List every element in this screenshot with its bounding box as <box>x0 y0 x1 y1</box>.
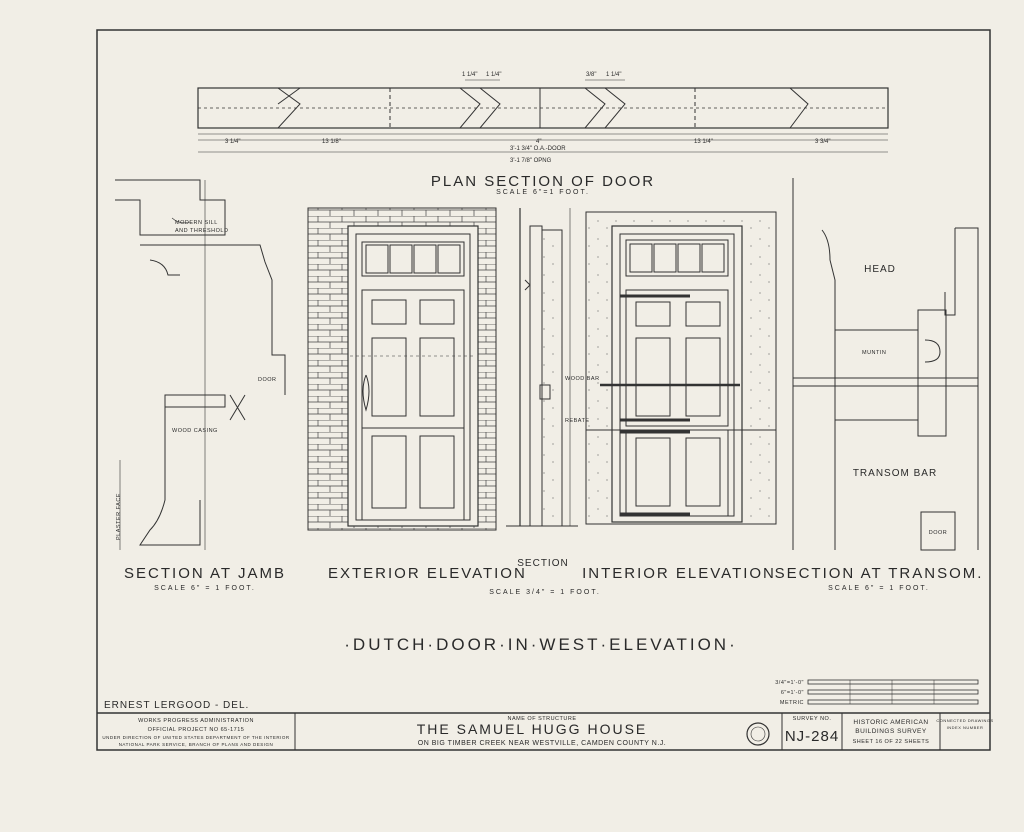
jamb-section-drawing <box>115 179 286 550</box>
habs-line-1: HISTORIC AMERICAN <box>853 719 928 726</box>
plan-top-dim-4: 1 1/4" <box>606 72 621 78</box>
structure-location: ON BIG TIMBER CREEK NEAR WESTVILLE, CAMD… <box>418 740 666 747</box>
jamb-note-plaster: PLASTER FACE <box>116 493 122 540</box>
interior-title: INTERIOR ELEVATION <box>582 565 776 582</box>
plan-top-dim-2: 1 1/4" <box>486 72 501 78</box>
plan-section-drawing <box>197 79 889 153</box>
wpa-line-3: UNDER DIRECTION OF UNITED STATES DEPARTM… <box>102 735 290 740</box>
index-line-1: CONNECTED DRAWINGS <box>936 718 993 723</box>
section-profile-drawing <box>506 208 578 527</box>
plan-dim-2: 13 1/8" <box>322 139 341 145</box>
survey-no-label: SURVEY NO. <box>793 716 832 722</box>
wpa-line-1: WORKS PROGRESS ADMINISTRATION <box>138 718 254 724</box>
transom-title: SECTION AT TRANSOM. <box>775 565 984 582</box>
jamb-note-sill-2: AND THRESHOLD <box>175 228 228 234</box>
jamb-scale: SCALE 6" = 1 FOOT. <box>154 585 256 592</box>
habs-line-2: BUILDINGS SURVEY <box>855 728 927 735</box>
sheet-border <box>96 29 991 751</box>
section-note-rebate: REBATE <box>565 418 590 424</box>
plan-top-dim-1: 1 1/4" <box>462 72 477 78</box>
sheet-number: SHEET 16 OF 22 SHEETS <box>853 739 930 745</box>
exterior-title: EXTERIOR ELEVATION <box>328 565 527 582</box>
transom-section-drawing <box>792 178 979 551</box>
wpa-line-4: NATIONAL PARK SERVICE, BRANCH OF PLANS A… <box>119 742 274 747</box>
plan-title: PLAN SECTION OF DOOR <box>431 173 655 190</box>
transom-label-door: DOOR <box>929 530 948 536</box>
section-title: SECTION <box>517 558 568 569</box>
jamb-note-door: DOOR <box>258 377 277 383</box>
plan-dim-4: 13 1/4" <box>694 139 713 145</box>
title-block <box>294 713 941 750</box>
survey-no: NJ-284 <box>785 728 839 745</box>
delineator: ERNEST LERGOOD - DEL. <box>104 700 249 711</box>
jamb-title: SECTION AT JAMB <box>124 565 286 582</box>
plan-overall-opening: 3'-1 7/8" OPNG <box>510 158 552 164</box>
scale-row-2: 6"=1'-0" <box>781 690 804 696</box>
plan-dim-1: 3 1/4" <box>225 139 240 145</box>
transom-label-bar: TRANSOM BAR <box>853 468 937 479</box>
index-line-2: INDEX NUMBER <box>947 725 984 730</box>
shared-scale: SCALE 3/4" = 1 FOOT. <box>489 589 601 596</box>
transom-label-muntin: MUNTIN <box>862 350 886 356</box>
jamb-note-casing: WOOD CASING <box>172 428 218 434</box>
plan-dim-5: 3 3/4" <box>815 139 830 145</box>
transom-label-head: HEAD <box>864 264 896 275</box>
scale-row-1: 3/4"=1'-0" <box>775 680 804 686</box>
transom-scale: SCALE 6" = 1 FOOT. <box>828 585 930 592</box>
structure-name-label: NAME OF STRUCTURE <box>508 716 577 722</box>
structure-name: THE SAMUEL HUGG HOUSE <box>417 721 648 737</box>
plan-scale: SCALE 6"=1 FOOT. <box>496 189 590 196</box>
plan-dim-3: 4" <box>536 139 541 145</box>
section-note-woodbar: WOOD BAR <box>565 376 600 382</box>
plan-top-dim-3: 3/8" <box>586 72 596 78</box>
wpa-line-2: OFFICIAL PROJECT NO 65-1715 <box>148 727 245 733</box>
jamb-note-sill-1: MODERN SILL <box>175 220 218 226</box>
interior-elevation-drawing <box>585 211 777 525</box>
scale-row-3: METRIC <box>780 700 804 706</box>
exterior-elevation-drawing <box>307 207 497 531</box>
scale-bars <box>807 679 979 705</box>
main-title: ·DUTCH·DOOR·IN·WEST·ELEVATION· <box>344 635 737 654</box>
habs-seal-icon <box>746 722 770 746</box>
plan-overall-door: 3'-1 3/4" O.A.-DOOR <box>510 146 566 152</box>
